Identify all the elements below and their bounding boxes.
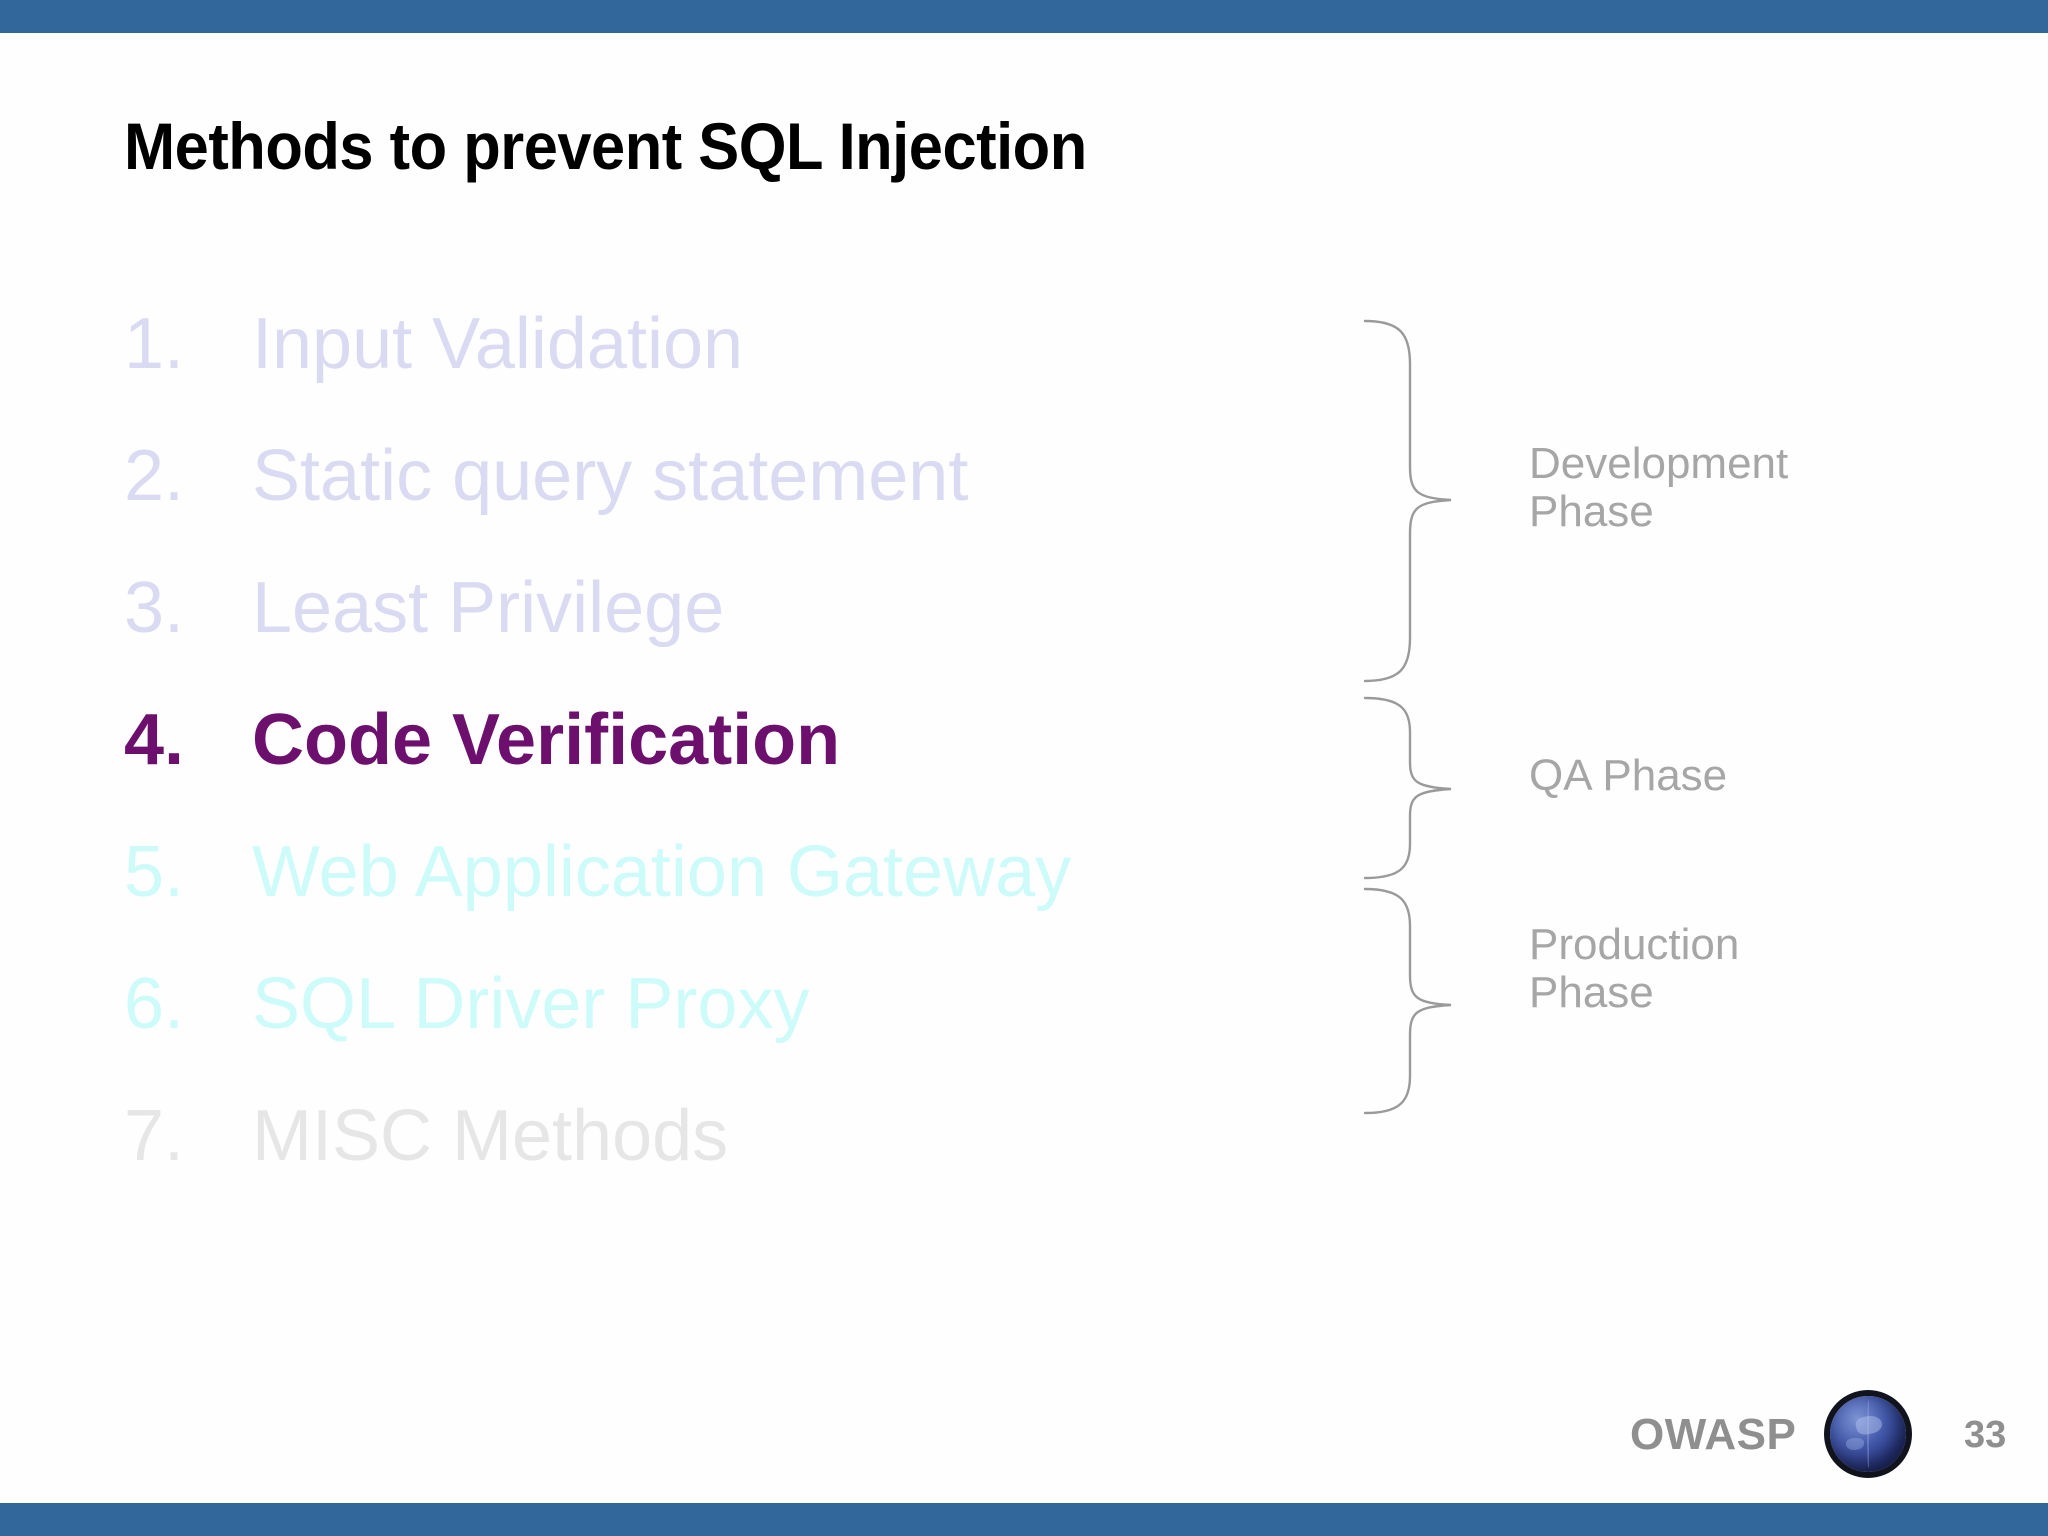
phase-label-production: Production Phase [1529, 920, 1740, 1017]
list-item-number: 5. [124, 832, 185, 912]
owasp-brand-text: OWASP [1630, 1410, 1797, 1459]
list-item-label: SQL Driver Proxy [252, 964, 810, 1044]
brace-development-icon [1363, 319, 1452, 683]
globe-landmass-secondary [1846, 1438, 1864, 1450]
list-item-number: 4. [124, 700, 185, 780]
list-item-number: 2. [124, 436, 185, 516]
list-item-label: Input Validation [252, 304, 744, 384]
list-item-number: 6. [124, 964, 185, 1044]
phase-label-qa: QA Phase [1529, 751, 1728, 800]
list-item-label: MISC Methods [252, 1096, 729, 1176]
list-item: 6. SQL Driver Proxy [124, 968, 1324, 1100]
slide-footer: OWASP 33 [1630, 1396, 2030, 1486]
list-item: 7. MISC Methods [124, 1100, 1324, 1232]
brace-production-icon [1363, 887, 1452, 1115]
list-item: 1. Input Validation [124, 308, 1324, 440]
page-number: 33 [1964, 1414, 2007, 1456]
list-item-highlighted: 4. Code Verification [124, 704, 1324, 836]
list-item-label: Least Privilege [252, 568, 725, 648]
list-item: 3. Least Privilege [124, 572, 1324, 704]
globe-landmass [1854, 1413, 1884, 1437]
globe-meridian [1867, 1400, 1870, 1468]
phase-label-development: Development Phase [1529, 439, 1789, 536]
owasp-globe-icon [1830, 1396, 1906, 1472]
header-accent-bar [0, 0, 2048, 33]
brace-qa-icon [1363, 696, 1452, 880]
list-item-label: Static query statement [252, 436, 969, 516]
footer-accent-bar [0, 1503, 2048, 1536]
list-item-label: Code Verification [252, 700, 841, 780]
list-item: 2. Static query statement [124, 440, 1324, 572]
methods-list: 1. Input Validation 2. Static query stat… [124, 308, 1324, 1232]
list-item-label: Web Application Gateway [252, 832, 1072, 912]
list-item: 5. Web Application Gateway [124, 836, 1324, 968]
list-item-number: 3. [124, 568, 185, 648]
page-title: Methods to prevent SQL Injection [124, 109, 1087, 183]
list-item-number: 7. [124, 1096, 185, 1176]
list-item-number: 1. [124, 304, 185, 384]
phase-braces-group [1355, 300, 1475, 1115]
